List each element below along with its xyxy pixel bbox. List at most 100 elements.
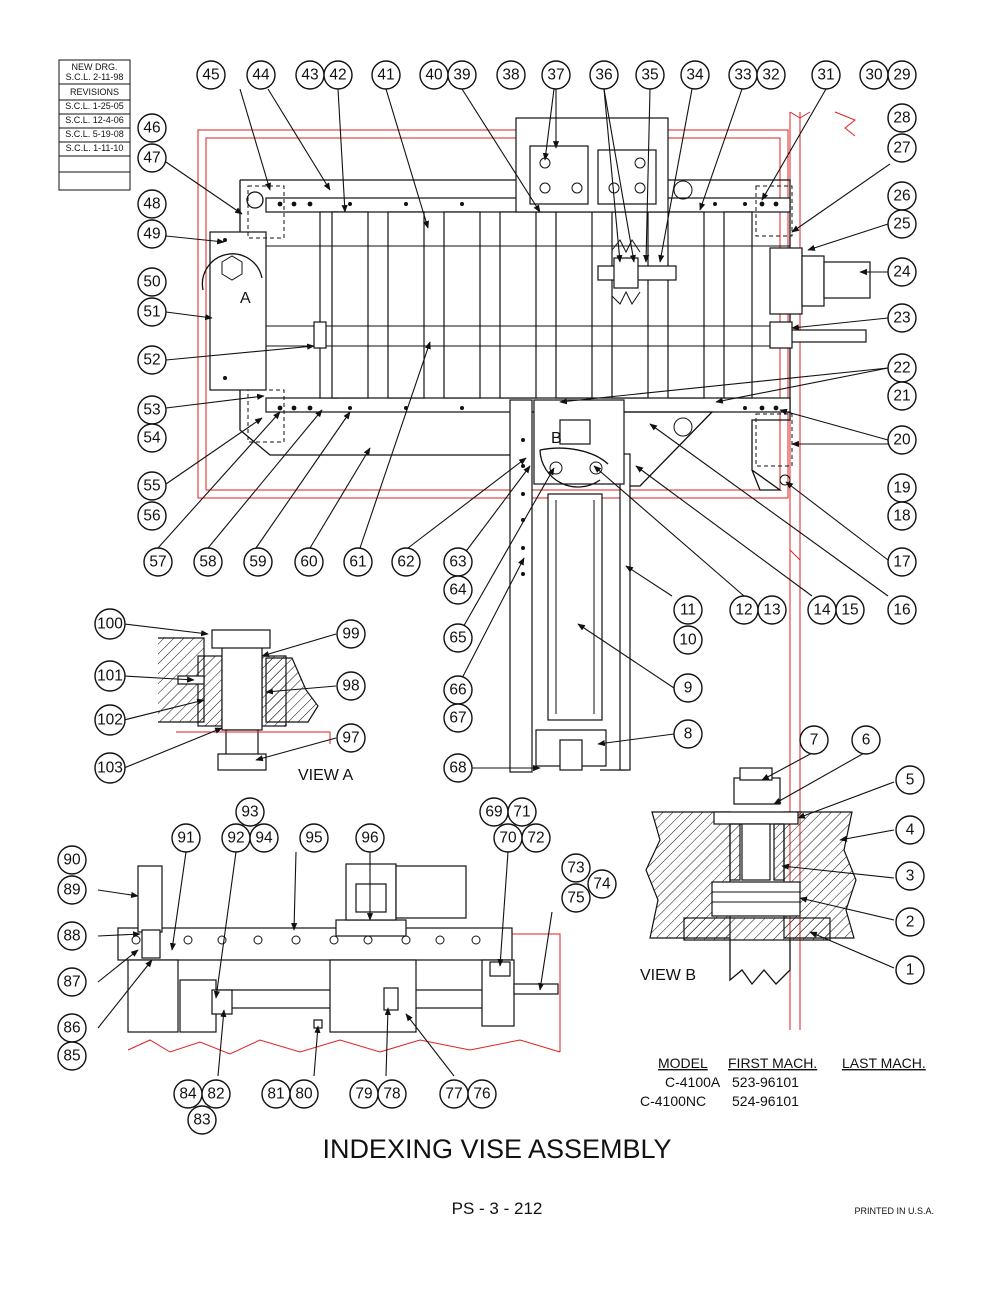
callout-30[interactable]: 30 bbox=[859, 60, 889, 90]
callout-84[interactable]: 84 bbox=[173, 1079, 203, 1109]
callout-46[interactable]: 46 bbox=[137, 113, 167, 143]
callout-1[interactable]: 1 bbox=[895, 955, 925, 985]
callout-49[interactable]: 49 bbox=[137, 219, 167, 249]
callout-73[interactable]: 73 bbox=[561, 853, 591, 883]
callout-103[interactable]: 103 bbox=[94, 752, 126, 784]
callout-31[interactable]: 31 bbox=[811, 60, 841, 90]
callout-48[interactable]: 48 bbox=[137, 189, 167, 219]
callout-21[interactable]: 21 bbox=[887, 381, 917, 411]
callout-76[interactable]: 76 bbox=[467, 1079, 497, 1109]
callout-16[interactable]: 16 bbox=[887, 595, 917, 625]
callout-74[interactable]: 74 bbox=[587, 869, 617, 899]
callout-24[interactable]: 24 bbox=[887, 257, 917, 287]
callout-10[interactable]: 10 bbox=[673, 625, 703, 655]
callout-27[interactable]: 27 bbox=[887, 133, 917, 163]
callout-35[interactable]: 35 bbox=[635, 60, 665, 90]
callout-85[interactable]: 85 bbox=[57, 1041, 87, 1071]
callout-102[interactable]: 102 bbox=[94, 704, 126, 736]
callout-2[interactable]: 2 bbox=[895, 907, 925, 937]
callout-14[interactable]: 14 bbox=[807, 595, 837, 625]
callout-68[interactable]: 68 bbox=[443, 753, 473, 783]
callout-79[interactable]: 79 bbox=[349, 1079, 379, 1109]
callout-55[interactable]: 55 bbox=[137, 471, 167, 501]
callout-5[interactable]: 5 bbox=[895, 765, 925, 795]
callout-6[interactable]: 6 bbox=[851, 725, 881, 755]
callout-70[interactable]: 70 bbox=[493, 823, 523, 853]
callout-8[interactable]: 8 bbox=[673, 719, 703, 749]
callout-90[interactable]: 90 bbox=[57, 845, 87, 875]
callout-58[interactable]: 58 bbox=[193, 547, 223, 577]
callout-96[interactable]: 96 bbox=[355, 823, 385, 853]
callout-37[interactable]: 37 bbox=[541, 60, 571, 90]
callout-78[interactable]: 78 bbox=[377, 1079, 407, 1109]
callout-80[interactable]: 80 bbox=[289, 1079, 319, 1109]
callout-69[interactable]: 69 bbox=[479, 797, 509, 827]
callout-57[interactable]: 57 bbox=[143, 547, 173, 577]
callout-34[interactable]: 34 bbox=[680, 60, 710, 90]
callout-20[interactable]: 20 bbox=[887, 425, 917, 455]
callout-64[interactable]: 64 bbox=[443, 575, 473, 605]
callout-41[interactable]: 41 bbox=[371, 60, 401, 90]
callout-91[interactable]: 91 bbox=[171, 823, 201, 853]
callout-45[interactable]: 45 bbox=[196, 60, 226, 90]
callout-44[interactable]: 44 bbox=[246, 60, 276, 90]
callout-87[interactable]: 87 bbox=[57, 967, 87, 997]
callout-92[interactable]: 92 bbox=[221, 823, 251, 853]
callout-72[interactable]: 72 bbox=[521, 823, 551, 853]
callout-88[interactable]: 88 bbox=[57, 921, 87, 951]
callout-60[interactable]: 60 bbox=[294, 547, 324, 577]
callout-15[interactable]: 15 bbox=[835, 595, 865, 625]
callout-61[interactable]: 61 bbox=[343, 547, 373, 577]
callout-22[interactable]: 22 bbox=[887, 353, 917, 383]
callout-97[interactable]: 97 bbox=[336, 723, 366, 753]
callout-89[interactable]: 89 bbox=[57, 875, 87, 905]
callout-99[interactable]: 99 bbox=[336, 619, 366, 649]
callout-81[interactable]: 81 bbox=[261, 1079, 291, 1109]
callout-12[interactable]: 12 bbox=[729, 595, 759, 625]
callout-98[interactable]: 98 bbox=[336, 671, 366, 701]
callout-28[interactable]: 28 bbox=[887, 103, 917, 133]
callout-63[interactable]: 63 bbox=[443, 547, 473, 577]
callout-9[interactable]: 9 bbox=[673, 673, 703, 703]
callout-67[interactable]: 67 bbox=[443, 703, 473, 733]
callout-65[interactable]: 65 bbox=[443, 623, 473, 653]
callout-19[interactable]: 19 bbox=[887, 473, 917, 503]
callout-11[interactable]: 11 bbox=[673, 595, 703, 625]
callout-82[interactable]: 82 bbox=[201, 1079, 231, 1109]
callout-77[interactable]: 77 bbox=[439, 1079, 469, 1109]
callout-47[interactable]: 47 bbox=[137, 143, 167, 173]
callout-83[interactable]: 83 bbox=[187, 1105, 217, 1135]
callout-7[interactable]: 7 bbox=[799, 725, 829, 755]
callout-95[interactable]: 95 bbox=[299, 823, 329, 853]
callout-4[interactable]: 4 bbox=[895, 815, 925, 845]
callout-59[interactable]: 59 bbox=[243, 547, 273, 577]
callout-40[interactable]: 40 bbox=[419, 60, 449, 90]
callout-32[interactable]: 32 bbox=[756, 60, 786, 90]
callout-23[interactable]: 23 bbox=[887, 303, 917, 333]
callout-94[interactable]: 94 bbox=[249, 823, 279, 853]
callout-13[interactable]: 13 bbox=[757, 595, 787, 625]
callout-26[interactable]: 26 bbox=[887, 181, 917, 211]
callout-62[interactable]: 62 bbox=[391, 547, 421, 577]
callout-50[interactable]: 50 bbox=[137, 267, 167, 297]
callout-43[interactable]: 43 bbox=[295, 60, 325, 90]
callout-38[interactable]: 38 bbox=[496, 60, 526, 90]
callout-51[interactable]: 51 bbox=[137, 297, 167, 327]
callout-25[interactable]: 25 bbox=[887, 209, 917, 239]
callout-29[interactable]: 29 bbox=[887, 60, 917, 90]
callout-56[interactable]: 56 bbox=[137, 501, 167, 531]
callout-36[interactable]: 36 bbox=[589, 60, 619, 90]
callout-33[interactable]: 33 bbox=[728, 60, 758, 90]
callout-3[interactable]: 3 bbox=[895, 861, 925, 891]
callout-53[interactable]: 53 bbox=[137, 395, 167, 425]
callout-52[interactable]: 52 bbox=[137, 345, 167, 375]
callout-93[interactable]: 93 bbox=[235, 797, 265, 827]
callout-18[interactable]: 18 bbox=[887, 501, 917, 531]
callout-66[interactable]: 66 bbox=[443, 675, 473, 705]
callout-39[interactable]: 39 bbox=[447, 60, 477, 90]
callout-75[interactable]: 75 bbox=[561, 883, 591, 913]
callout-17[interactable]: 17 bbox=[887, 547, 917, 577]
callout-71[interactable]: 71 bbox=[507, 797, 537, 827]
callout-101[interactable]: 101 bbox=[94, 660, 126, 692]
callout-86[interactable]: 86 bbox=[57, 1013, 87, 1043]
